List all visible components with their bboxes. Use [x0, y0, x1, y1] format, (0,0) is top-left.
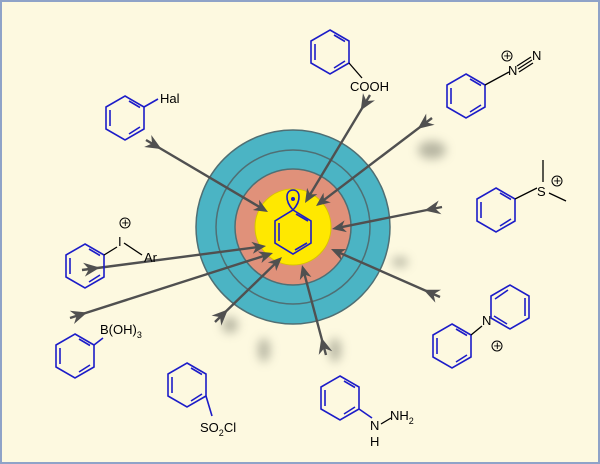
- arrowhead-icon: [331, 249, 347, 261]
- arrowhead-icon: [252, 199, 268, 212]
- molecule-phenylhydrazine: N H NH2: [320, 375, 414, 449]
- molecule-benzoic-acid: COOH: [310, 29, 389, 94]
- label-h: H: [370, 434, 379, 449]
- plus-charge-icon: +: [554, 173, 562, 188]
- fletching-icon: [423, 289, 441, 303]
- arrowhead-icon: [316, 192, 331, 206]
- arrowhead-icon: [267, 257, 282, 272]
- phenyl-radical-structure: [274, 189, 312, 255]
- target: [195, 129, 391, 325]
- fletching-icon: [211, 309, 228, 326]
- label-borate: B(OH)3: [100, 322, 142, 340]
- arrow: [144, 134, 268, 212]
- molecule-sulfonyl-chloride: SO2Cl: [167, 362, 236, 438]
- label-n-terminal: N: [532, 48, 541, 63]
- arrow-shadows: [222, 141, 446, 362]
- label-so2cl: SO2Cl: [200, 420, 236, 438]
- arrow: [211, 257, 282, 326]
- molecule-aryl-borate: B(OH)3: [55, 322, 142, 379]
- arrows: [69, 93, 443, 356]
- arrow: [69, 251, 273, 325]
- arrow: [332, 200, 443, 233]
- fletching-icon: [417, 113, 435, 129]
- arrow: [331, 249, 441, 303]
- fletching-icon: [69, 310, 88, 325]
- fletching-icon: [144, 134, 162, 150]
- fletching-icon: [318, 337, 333, 355]
- label-i: I: [118, 234, 122, 249]
- arrowhead-icon: [332, 220, 347, 233]
- molecule-diaryliodonium: I Ar +: [65, 215, 158, 289]
- arrow: [81, 241, 266, 277]
- fletching-icon: [360, 93, 375, 111]
- target-bullseye: [254, 188, 332, 266]
- molecule-sulfonium: S +: [476, 160, 567, 233]
- arrow: [305, 93, 375, 203]
- label-s: S: [537, 184, 546, 199]
- fletching-icon: [83, 262, 100, 277]
- fletching-icon: [424, 200, 442, 215]
- arrowhead-icon: [251, 241, 266, 254]
- arrowhead-icon: [305, 187, 318, 203]
- arrow: [316, 113, 435, 206]
- plus-charge-icon: +: [122, 215, 130, 230]
- label-n: N: [482, 313, 491, 328]
- label-n: N: [508, 63, 517, 78]
- plus-charge-icon: +: [494, 338, 502, 353]
- arrowhead-icon: [299, 265, 312, 281]
- label-nh2: NH2: [390, 408, 414, 426]
- molecule-aryl-halide: Hal: [105, 91, 180, 141]
- label-hal: Hal: [160, 91, 180, 106]
- plus-charge-icon: +: [504, 48, 512, 63]
- arrowhead-icon: [257, 251, 273, 263]
- molecule-n-phenylpyridinium: N +: [432, 284, 530, 369]
- label-n: N: [370, 418, 379, 433]
- molecule-aryl-diazonium: N N +: [446, 48, 541, 119]
- label-ar: Ar: [144, 250, 158, 265]
- arrow: [299, 265, 333, 356]
- radical-orbital-icon: [286, 189, 300, 211]
- label-cooh: COOH: [350, 79, 389, 94]
